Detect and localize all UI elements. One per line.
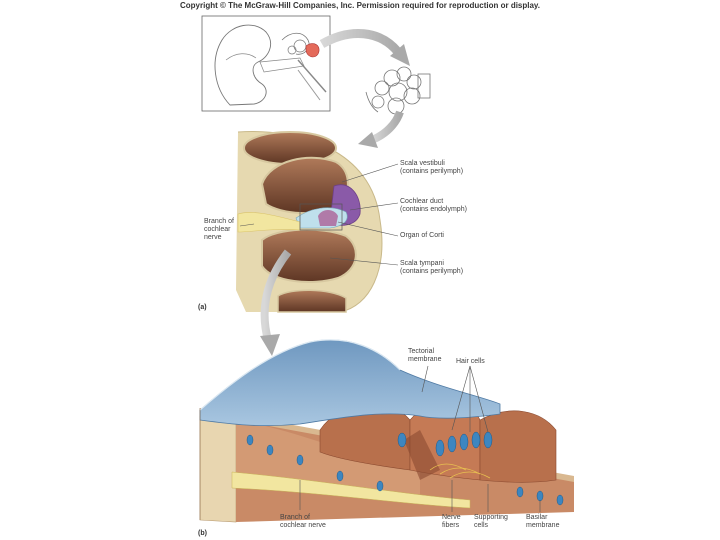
- branch-cochlear-nerve-label-a: Branch of cochlear nerve: [204, 218, 234, 241]
- scala-vestibuli-label: Scala vestibuli (contains perilymph): [400, 160, 464, 175]
- scala-tympani-label: Scala tympani (contains perilymph): [400, 260, 464, 275]
- cochlear-duct-label: Cochlear duct (contains endolymph): [400, 198, 467, 213]
- branch-cochlear-nerve-label-b: Branch of cochlear nerve: [280, 514, 326, 529]
- cochlea-cross-section: [236, 131, 383, 313]
- organ-of-corti-block: [199, 339, 574, 523]
- hair-cells-label: Hair cells: [456, 358, 485, 365]
- panel-a-tag: (a): [198, 304, 207, 311]
- panel-b-tag: (b): [198, 530, 207, 537]
- organ-of-corti-label: Organ of Corti: [400, 232, 444, 239]
- basilar-membrane-label: Basilar membrane: [526, 514, 560, 529]
- copyright-notice: Copyright © The McGraw-Hill Companies, I…: [179, 1, 541, 10]
- tectorial-membrane-label: Tectorial membrane: [408, 348, 442, 363]
- ear-overview-box: [201, 15, 331, 112]
- leader-lines-b: [299, 365, 541, 512]
- leader-lines-a: [239, 163, 399, 266]
- nerve-fibers-label: Nerve fibers: [442, 514, 461, 529]
- cochlea-outline: [365, 66, 431, 115]
- supporting-cells-label: Supporting cells: [474, 514, 508, 529]
